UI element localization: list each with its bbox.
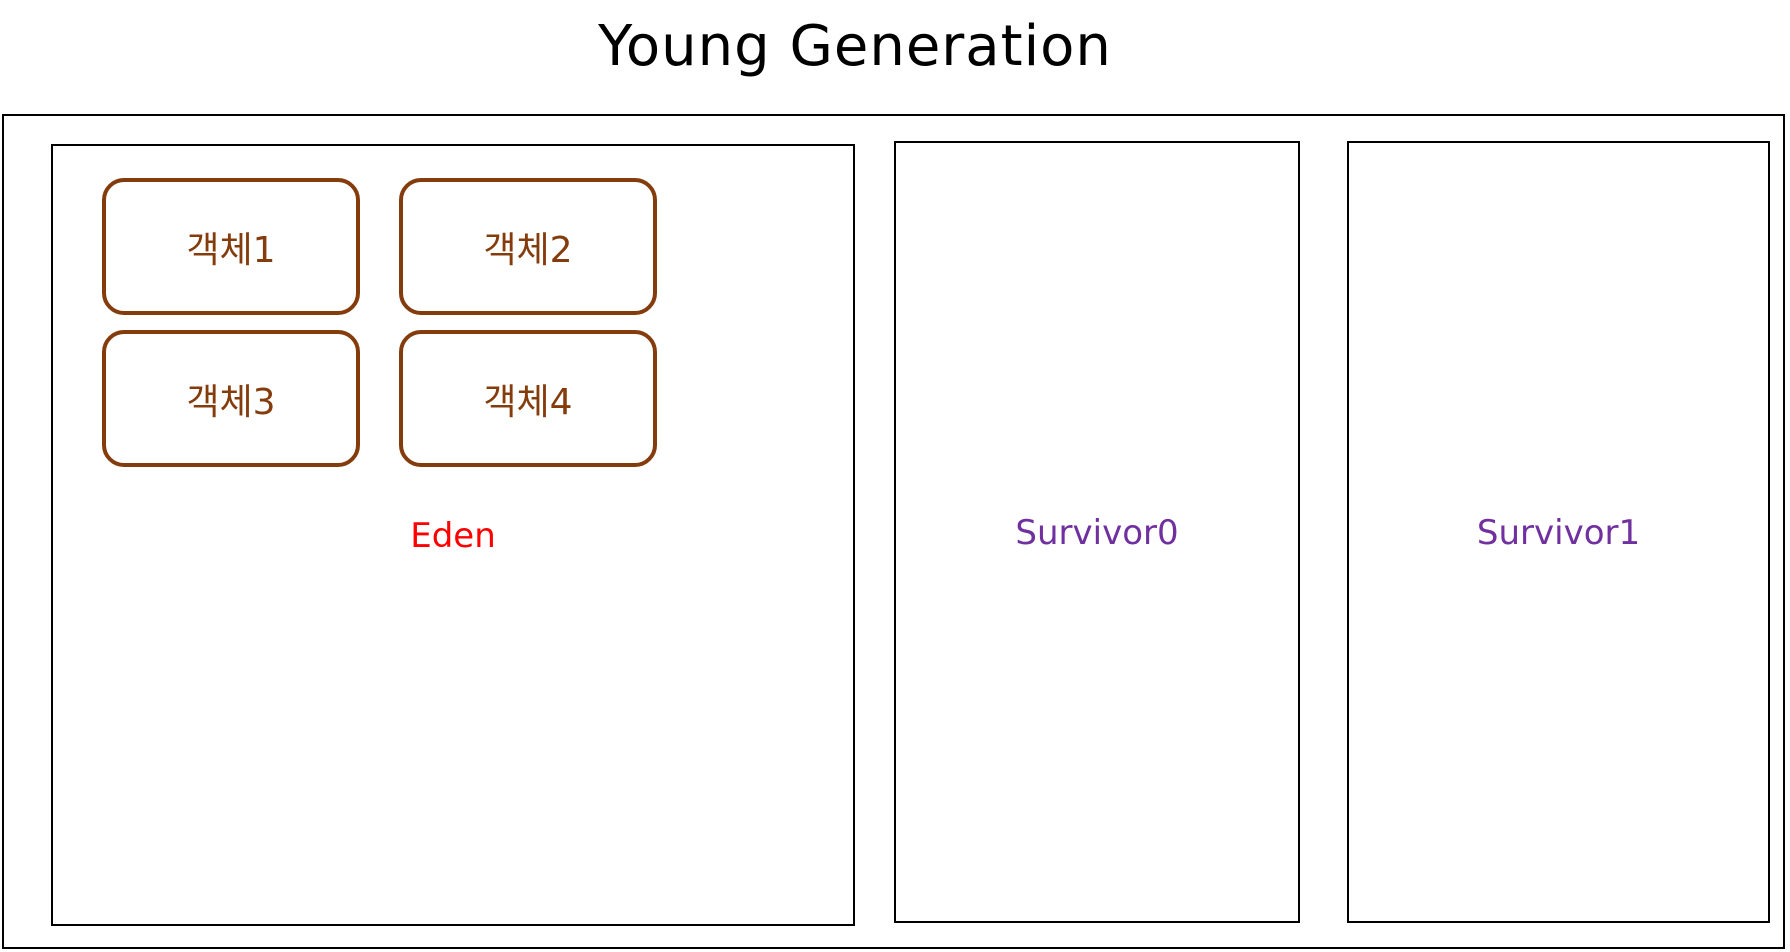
survivor1-region: Survivor1 [1347,141,1770,923]
object-box-2: 객체2 [399,178,657,315]
object-box-3: 객체3 [102,330,360,467]
survivor0-label: Survivor0 [1015,513,1179,553]
eden-label: Eden [410,516,496,556]
eden-region: Eden [51,144,855,926]
young-generation-box [2,114,1785,949]
survivor0-region: Survivor0 [894,141,1300,923]
object-box-1: 객체1 [102,178,360,315]
survivor1-label: Survivor1 [1476,513,1641,553]
diagram-title: Young Generation [598,14,1112,79]
object-box-4: 객체4 [399,330,657,467]
